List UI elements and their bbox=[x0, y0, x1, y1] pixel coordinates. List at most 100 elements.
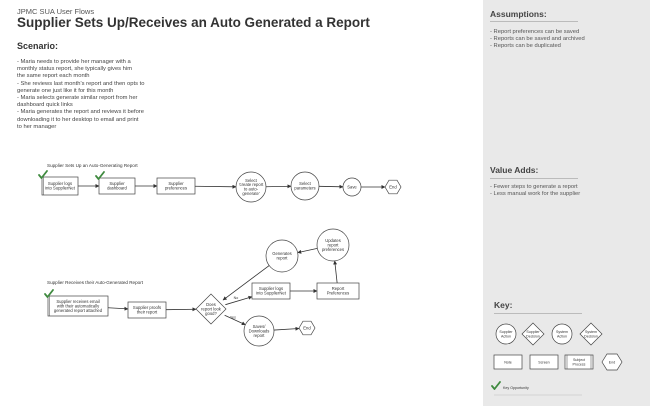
node-label: generate' bbox=[242, 191, 260, 196]
key-heading: Key: bbox=[494, 300, 513, 310]
node-hexagon bbox=[298, 320, 316, 336]
flow-connector bbox=[297, 247, 318, 254]
node-circle bbox=[265, 239, 299, 273]
node-label: Action bbox=[557, 335, 567, 339]
key-diamond bbox=[579, 322, 603, 346]
flow-connector bbox=[194, 184, 237, 189]
flow-connector bbox=[222, 265, 270, 301]
node-label: Updates bbox=[325, 238, 341, 243]
node-box bbox=[251, 282, 291, 300]
node-label: good? bbox=[205, 311, 217, 316]
node-label: Supplier bbox=[109, 181, 125, 186]
flow-node-circle: Save bbox=[342, 177, 362, 197]
node-label: System bbox=[585, 330, 597, 334]
node-label: Select bbox=[299, 181, 311, 186]
key-item-hexagon: End bbox=[601, 353, 623, 371]
node-label: Supplier bbox=[526, 330, 540, 334]
flow-node-hexagon: End bbox=[384, 179, 402, 195]
node-label: Subject bbox=[573, 358, 585, 362]
node-label: 'create report bbox=[239, 182, 264, 187]
check-icon bbox=[38, 170, 48, 179]
value-adds-heading: Value Adds: bbox=[490, 165, 539, 175]
node-label: End bbox=[303, 325, 311, 330]
node-label: Action bbox=[501, 335, 511, 339]
node-label: preferences bbox=[322, 247, 344, 252]
node-label: parameters bbox=[294, 186, 315, 191]
node-label: report bbox=[328, 242, 340, 247]
node-label: their report bbox=[137, 310, 158, 315]
key-item-rect: Screen bbox=[529, 354, 559, 370]
node-hexagon bbox=[384, 179, 402, 195]
flow-connector bbox=[318, 184, 344, 189]
scenario-line: - Maria selects generate similar report … bbox=[17, 95, 138, 102]
key-item-note: Note bbox=[493, 354, 523, 370]
node-label: System bbox=[556, 330, 568, 334]
node-label: Decision bbox=[526, 335, 540, 339]
node-label: Supplier bbox=[168, 181, 184, 186]
scenario-heading: Scenario: bbox=[17, 41, 59, 51]
node-label: End bbox=[609, 360, 615, 364]
node-label: End bbox=[389, 184, 397, 189]
node-circle bbox=[316, 228, 350, 262]
node-label: Supplier proofs bbox=[133, 305, 161, 310]
node-label: Screen bbox=[538, 360, 549, 364]
key-box bbox=[529, 354, 559, 370]
assumptions-item: - Reports can be duplicated bbox=[490, 43, 561, 49]
node-label: into SupplierNet bbox=[45, 186, 76, 191]
node-label: into SupplierNet bbox=[256, 291, 287, 296]
node-circle bbox=[342, 177, 362, 197]
page-subtitle: JPMC SUA User Flows bbox=[17, 7, 95, 16]
node-label: Process bbox=[573, 363, 586, 367]
node-label: Decision bbox=[584, 335, 598, 339]
node-circle bbox=[243, 315, 275, 347]
scenario-line: downloading it to her desktop to email a… bbox=[17, 116, 139, 123]
node-label: Supplier logs bbox=[48, 181, 72, 186]
page-title: Supplier Sets Up/Receives an Auto Genera… bbox=[17, 15, 370, 30]
node-label: Supplier bbox=[499, 330, 513, 334]
node-label: Supplier logs bbox=[259, 286, 283, 291]
assumptions-item: - Report preferences can be saved bbox=[490, 29, 580, 35]
node-label: Select bbox=[245, 178, 257, 183]
connector-label: Yes bbox=[230, 316, 236, 320]
node-label: report look bbox=[201, 306, 222, 311]
flow-title: Supplier Receives their Auto-Generated R… bbox=[47, 280, 144, 285]
node-label: Save bbox=[347, 184, 357, 189]
node-label: Generates bbox=[272, 251, 292, 256]
node-box bbox=[41, 176, 79, 196]
key-box bbox=[564, 354, 594, 370]
node-diamond bbox=[195, 293, 227, 325]
key-hexagon bbox=[601, 353, 623, 371]
flow-connector bbox=[333, 260, 338, 284]
scenario-line: - She reviews last month's report and th… bbox=[17, 80, 145, 87]
key-divider bbox=[494, 313, 582, 314]
scenario-line: monthly status report, she typically giv… bbox=[17, 66, 133, 73]
assumptions-divider bbox=[490, 21, 578, 22]
node-label: Note bbox=[504, 360, 512, 364]
node-circle bbox=[235, 171, 267, 203]
node-box bbox=[98, 177, 136, 195]
flow-node-hexagon: End bbox=[298, 320, 316, 336]
key-opportunity-label: Key Opportunity bbox=[503, 386, 529, 390]
check-icon bbox=[491, 381, 501, 390]
node-label: report bbox=[254, 333, 266, 338]
node-label: preferences bbox=[165, 186, 187, 191]
node-box bbox=[316, 282, 360, 300]
node-label: to auto- bbox=[244, 187, 259, 192]
value-adds-divider bbox=[490, 178, 578, 179]
key-circle bbox=[551, 323, 573, 345]
check-icon bbox=[95, 171, 105, 180]
node-box bbox=[47, 295, 109, 317]
